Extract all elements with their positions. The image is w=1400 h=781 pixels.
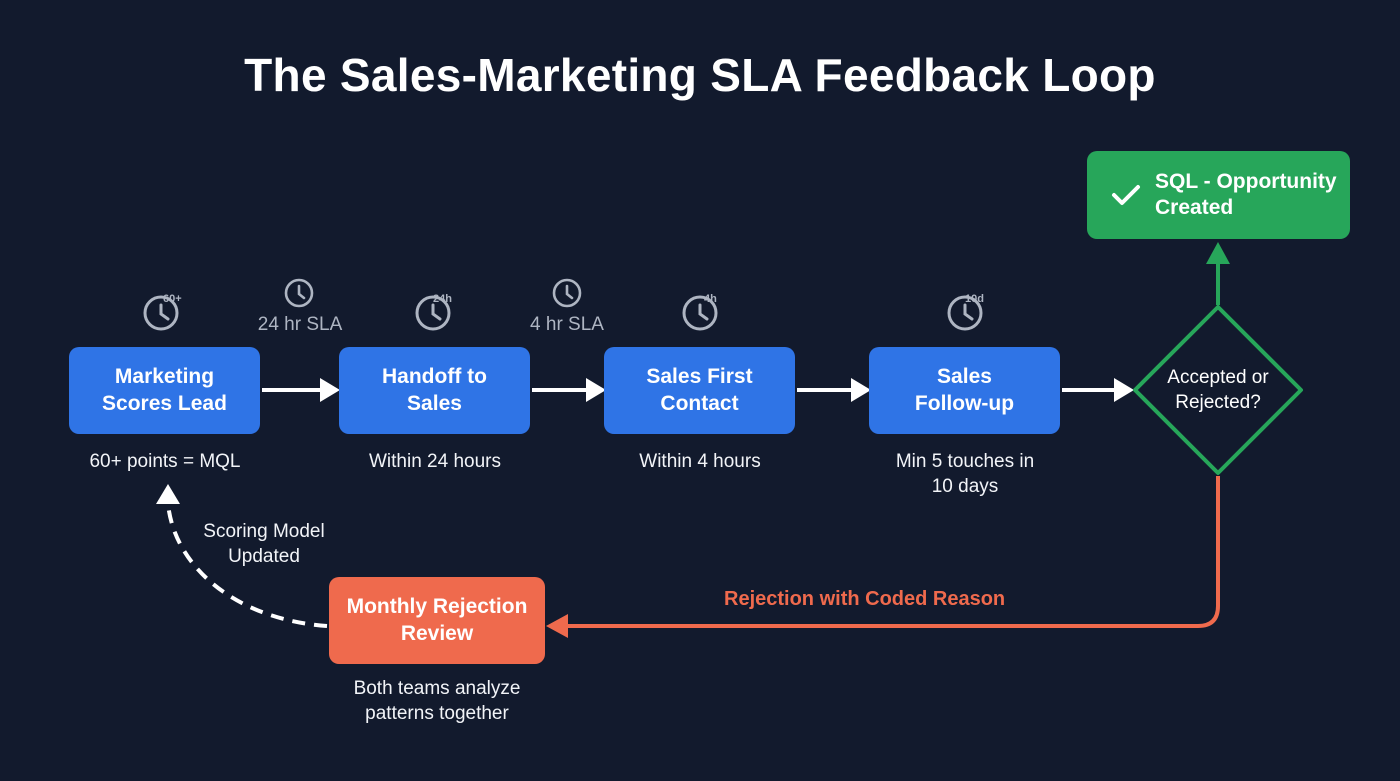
rejection-label: Rejection with Coded Reason: [724, 588, 1006, 610]
clock-icon: [143, 295, 179, 331]
page-title: The Sales-Marketing SLA Feedback Loop: [244, 49, 1156, 101]
decision-label: Accepted or Rejected?: [1167, 367, 1269, 413]
clock-icon: [284, 278, 314, 308]
node-label: Handoff to Sales: [382, 365, 487, 415]
node-label: Monthly Rejection Review: [346, 595, 528, 645]
timer-badge-handoff: 24h: [433, 293, 452, 305]
clock-icon: [415, 295, 451, 331]
arrow-handoff-to-first-contact: [532, 378, 606, 402]
clock-icon: [552, 278, 582, 308]
arrow-accepted-to-sql: [1206, 242, 1230, 305]
sla-label-24hr: 24 hr SLA: [257, 314, 343, 335]
caption-first-contact: Within 4 hours: [639, 451, 761, 472]
node-handoff-to-sales[interactable]: Handoff to Sales: [339, 347, 530, 434]
caption-review: Both teams analyze patterns together: [353, 678, 521, 724]
timer-badge-marketing: 60+: [163, 293, 182, 305]
node-label: Sales Follow-up: [914, 365, 1015, 415]
caption-followup: Min 5 touches in 10 days: [895, 451, 1035, 497]
decision-diamond: [1133, 305, 1303, 475]
node-label: SQL - Opportunity Created: [1155, 169, 1337, 219]
timer-badge-first-contact: 4h: [704, 293, 717, 305]
arrow-marketing-to-handoff: [262, 378, 340, 402]
caption-marketing: 60+ points = MQL: [89, 451, 241, 472]
timer-badge-followup: 10d: [965, 293, 984, 305]
node-label: Sales First Contact: [646, 365, 753, 415]
check-icon: [1112, 185, 1140, 205]
node-label: Marketing Scores Lead: [102, 365, 227, 415]
node-sql-opportunity-created[interactable]: SQL - Opportunity Created: [1087, 151, 1350, 239]
arrow-review-to-marketing: [156, 484, 328, 628]
node-sales-first-contact[interactable]: Sales First Contact: [604, 347, 795, 434]
arrow-rejected-to-review: [546, 476, 1220, 638]
scoring-model-label: Scoring Model Updated: [203, 521, 325, 567]
node-sales-follow-up[interactable]: Sales Follow-up: [869, 347, 1060, 434]
node-marketing-scores-lead[interactable]: Marketing Scores Lead: [69, 347, 260, 434]
arrow-first-contact-to-followup: [797, 378, 871, 402]
arrow-followup-to-decision: [1062, 378, 1134, 402]
sla-label-4hr: 4 hr SLA: [530, 314, 604, 335]
caption-handoff: Within 24 hours: [368, 451, 501, 472]
clock-icon: [682, 295, 718, 331]
clock-icon: [947, 295, 983, 331]
node-monthly-rejection-review[interactable]: Monthly Rejection Review: [329, 577, 545, 664]
